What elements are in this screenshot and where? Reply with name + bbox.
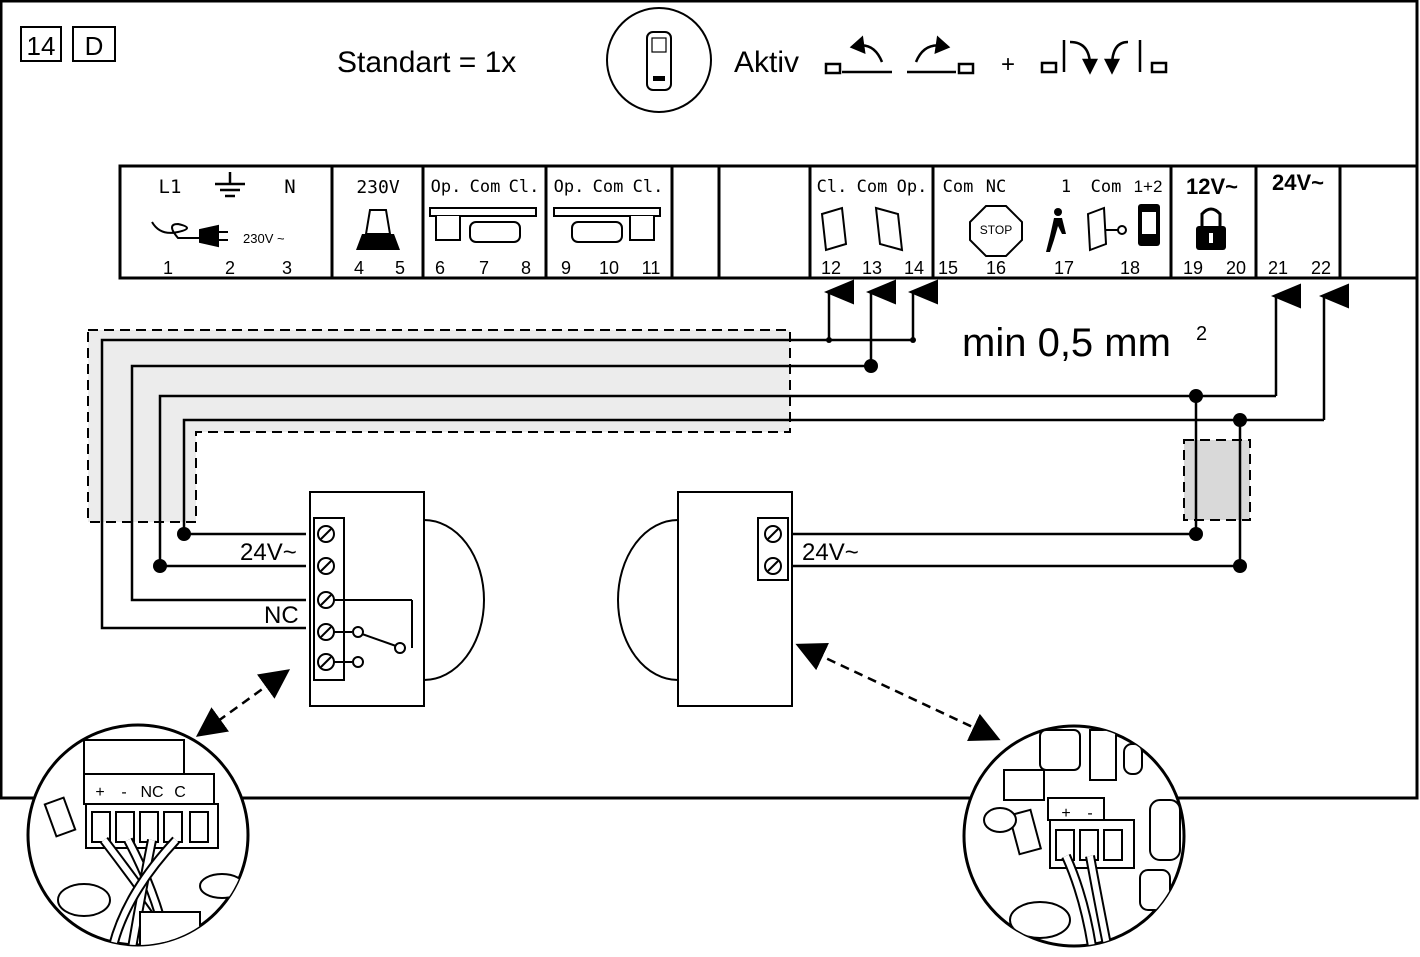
pedestrian-icon (1046, 208, 1066, 252)
svg-text:14: 14 (27, 31, 56, 61)
svg-text:Com: Com (593, 177, 624, 197)
terminal-group-lock: 12V~ 19 20 (1183, 174, 1246, 278)
svg-text:3: 3 (282, 258, 292, 278)
svg-text:1+2: 1+2 (1134, 177, 1163, 196)
svg-text:21: 21 (1268, 258, 1288, 278)
limit-switch-icon (820, 206, 904, 252)
svg-text:1: 1 (1061, 177, 1071, 197)
ground-icon (215, 172, 245, 198)
svg-text:Op.: Op. (431, 177, 462, 197)
svg-text:16: 16 (986, 258, 1006, 278)
detail-view-receiver: + - (962, 724, 1186, 948)
svg-text:12: 12 (821, 258, 841, 278)
terminal-group-aux: 24V~ 21 22 (1268, 170, 1331, 278)
close-gate-icon (907, 35, 975, 75)
svg-text:18: 18 (1120, 258, 1140, 278)
open-gate-icon (824, 35, 892, 75)
detail-pointer-left (195, 669, 291, 737)
svg-text:-: - (1087, 805, 1092, 822)
photocell-icon (1138, 204, 1160, 246)
letter-badge: D (72, 26, 116, 62)
svg-text:9: 9 (561, 258, 571, 278)
door-swing-icon (1040, 40, 1168, 75)
svg-text:Com: Com (1091, 177, 1122, 197)
terminal-group-lamp: 230V 4 5 (354, 177, 405, 278)
aktiv-label: Aktiv (734, 46, 799, 79)
svg-text:-: - (121, 784, 126, 801)
photocell-transmitter: 24V~ NC (240, 491, 485, 707)
page-badge: 14 (20, 26, 62, 62)
svg-text:2: 2 (225, 258, 235, 278)
padlock-icon (1196, 207, 1226, 250)
relay-contact-icon (334, 599, 413, 668)
svg-text:24V~: 24V~ (240, 539, 297, 566)
svg-text:13: 13 (862, 258, 882, 278)
svg-text:Cl.: Cl. (633, 177, 664, 197)
plus-sign: + (1001, 51, 1015, 78)
terminal-group-motor1: Op. Com Cl. 6 7 8 (429, 177, 540, 278)
stop-icon: STOP (969, 205, 1023, 257)
svg-text:NC: NC (986, 177, 1006, 197)
mode-text: Standart = 1x (337, 46, 516, 79)
remote-control-icon (606, 7, 712, 113)
warning-lamp-icon (356, 209, 400, 250)
svg-text:Cl.: Cl. (509, 177, 540, 197)
svg-text:Op.: Op. (554, 177, 585, 197)
mains-plug-icon (151, 221, 228, 248)
svg-text:1: 1 (163, 258, 173, 278)
gate-motor-icon (553, 207, 661, 243)
svg-text:+: + (95, 784, 104, 801)
svg-text:D: D (85, 31, 104, 61)
svg-text:NC: NC (264, 602, 299, 629)
terminal-group-motor2: Op. Com Cl. 9 10 11 (553, 177, 664, 278)
svg-text:230V: 230V (356, 177, 400, 198)
svg-text:6: 6 (435, 258, 445, 278)
svg-text:Com: Com (943, 177, 974, 197)
wire-junctions (153, 337, 1247, 573)
svg-text:5: 5 (395, 258, 405, 278)
svg-text:min 0,5 mm: min 0,5 mm (962, 321, 1171, 365)
svg-text:Cl.: Cl. (817, 177, 848, 197)
svg-text:19: 19 (1183, 258, 1203, 278)
svg-text:8: 8 (521, 258, 531, 278)
svg-text:Op.: Op. (897, 177, 928, 197)
svg-text:4: 4 (354, 258, 364, 278)
svg-text:15: 15 (938, 258, 958, 278)
svg-text:14: 14 (904, 258, 924, 278)
svg-text:STOP: STOP (980, 223, 1012, 237)
svg-text:12V~: 12V~ (1186, 174, 1238, 199)
terminal-group-limit-switches: Cl. Com Op. 12 13 14 (817, 177, 928, 278)
key-switch-icon (1086, 206, 1127, 252)
svg-text:Com: Com (857, 177, 888, 197)
terminal-group-power: L1 N 230V ~ 1 2 3 (151, 172, 296, 278)
cable-note: min 0,5 mm 2 (962, 321, 1207, 365)
svg-text:22: 22 (1311, 258, 1331, 278)
svg-text:L1: L1 (159, 176, 182, 198)
svg-text:230V ~: 230V ~ (243, 231, 285, 246)
svg-text:C: C (174, 784, 186, 801)
terminal-group-inputs: Com NC 1 Com 1+2 STOP 15 16 17 18 (938, 177, 1162, 278)
photocell-receiver: 24V~ (617, 491, 859, 707)
svg-text:10: 10 (599, 258, 619, 278)
svg-text:7: 7 (479, 258, 489, 278)
svg-text:2: 2 (1196, 323, 1207, 345)
detail-pointer-right (795, 643, 1001, 741)
svg-text:11: 11 (642, 258, 661, 278)
svg-text:N: N (284, 176, 295, 198)
svg-text:24V~: 24V~ (802, 539, 859, 566)
cable-sheath-left (87, 329, 791, 523)
wires (100, 279, 1349, 630)
detail-view-transmitter: + - NC C (26, 723, 250, 947)
svg-text:NC: NC (140, 784, 163, 801)
svg-text:20: 20 (1226, 258, 1246, 278)
svg-text:Com: Com (470, 177, 501, 197)
svg-text:+: + (1061, 805, 1070, 822)
svg-text:17: 17 (1054, 258, 1074, 278)
svg-text:24V~: 24V~ (1272, 170, 1324, 195)
gate-motor-icon (429, 207, 537, 243)
page-frame (0, 0, 1419, 800)
